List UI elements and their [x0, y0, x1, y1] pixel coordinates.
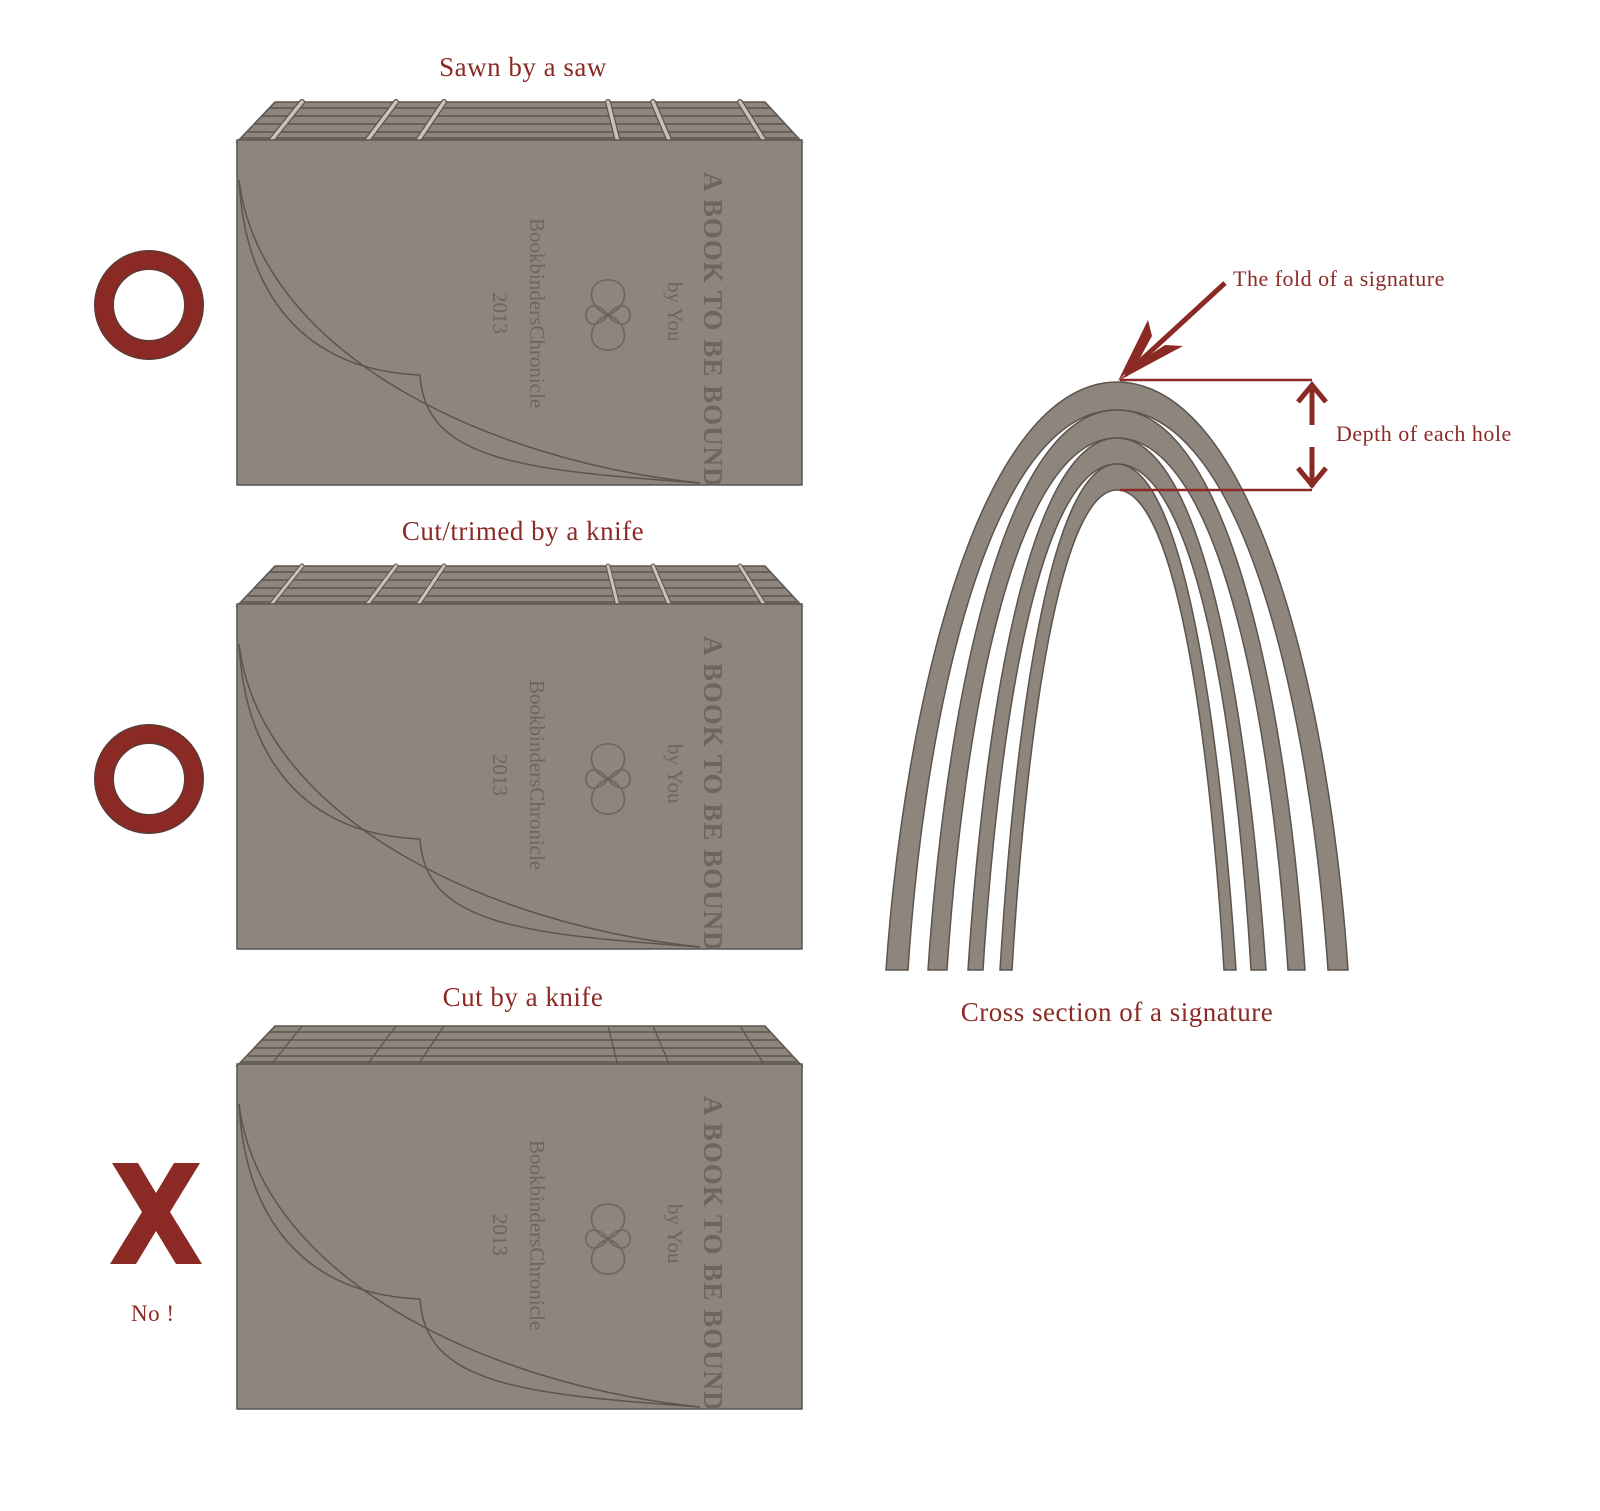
cross-section-caption: Cross section of a signature — [960, 997, 1274, 1027]
cover-publisher: BookbindersChronicle — [525, 680, 549, 870]
book-trimmed — [236, 563, 803, 950]
cover-year: 2013 — [488, 292, 512, 334]
book-cover-text-1: A BOOK TO BE BOUND by You BookbindersChr… — [488, 172, 728, 488]
cover-title: A BOOK TO BE BOUND — [698, 172, 728, 488]
caption-sawn: Sawn by a saw — [439, 52, 607, 82]
book-knife-cut — [236, 1025, 803, 1410]
cover-publisher: BookbindersChronicle — [525, 1140, 549, 1330]
cover-author: by You — [663, 1204, 687, 1264]
caption-trimmed: Cut/trimed by a knife — [401, 516, 645, 546]
cover-author: by You — [663, 282, 687, 342]
cover-author: by You — [663, 744, 687, 804]
cover-publisher: BookbindersChronicle — [525, 218, 549, 408]
book-sawn — [236, 99, 803, 486]
cover-title: A BOOK TO BE BOUND — [698, 636, 728, 952]
book-cover-text-3: A BOOK TO BE BOUND by You BookbindersChr… — [488, 1096, 728, 1412]
depth-dimension — [1120, 378, 1328, 492]
circle-o-icon — [94, 250, 204, 360]
caption-knife-cut: Cut by a knife — [442, 982, 604, 1012]
verdict-no-text: No ! — [131, 1301, 175, 1326]
cover-title: A BOOK TO BE BOUND — [698, 1096, 728, 1412]
cover-year: 2013 — [488, 754, 512, 796]
signature-cross-section — [885, 381, 1349, 971]
x-cross-icon — [110, 1163, 202, 1264]
circle-o-icon — [94, 724, 204, 834]
fold-label: The fold of a signature — [1233, 266, 1445, 291]
book-cover-text-2: A BOOK TO BE BOUND by You BookbindersChr… — [488, 636, 728, 952]
fold-arrow-icon — [1118, 281, 1227, 381]
depth-label: Depth of each hole — [1336, 421, 1512, 446]
cover-year: 2013 — [488, 1214, 512, 1256]
